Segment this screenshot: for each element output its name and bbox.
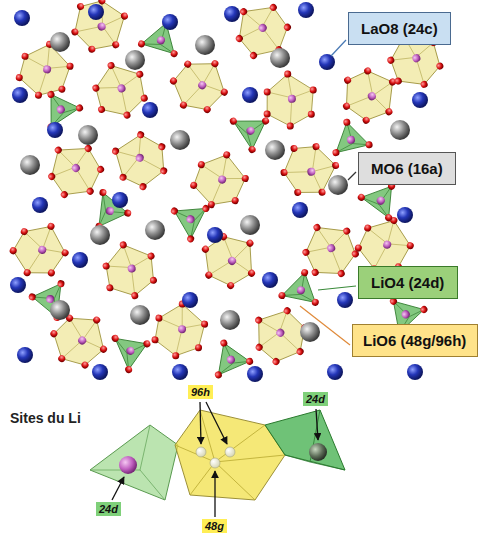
site-label: 24d (303, 392, 328, 406)
site-label: 24d (96, 502, 121, 516)
site-label: 48g (202, 519, 227, 533)
atom-callout: MO6 (16a) (358, 152, 456, 185)
leader-lines (300, 40, 356, 345)
atom-callout: LaO8 (24c) (348, 12, 451, 45)
node-text: 48g (205, 520, 224, 532)
li-sites-figure (90, 402, 345, 517)
node-text: MO6 (16a) (371, 160, 443, 177)
node-text: 24d (306, 393, 325, 405)
m-atoms (20, 32, 410, 355)
site-label: 96h (188, 385, 213, 399)
node-text: 96h (191, 386, 210, 398)
atom-callout: LiO4 (24d) (358, 266, 458, 299)
node-text: 24d (99, 503, 118, 515)
figure-label: Sites du Li (10, 410, 81, 426)
node-text: LiO6 (48g/96h) (363, 332, 467, 349)
node-text: LaO8 (24c) (361, 20, 438, 37)
node-text: LiO4 (24d) (371, 274, 445, 291)
atom-callout: LiO6 (48g/96h) (352, 324, 478, 357)
